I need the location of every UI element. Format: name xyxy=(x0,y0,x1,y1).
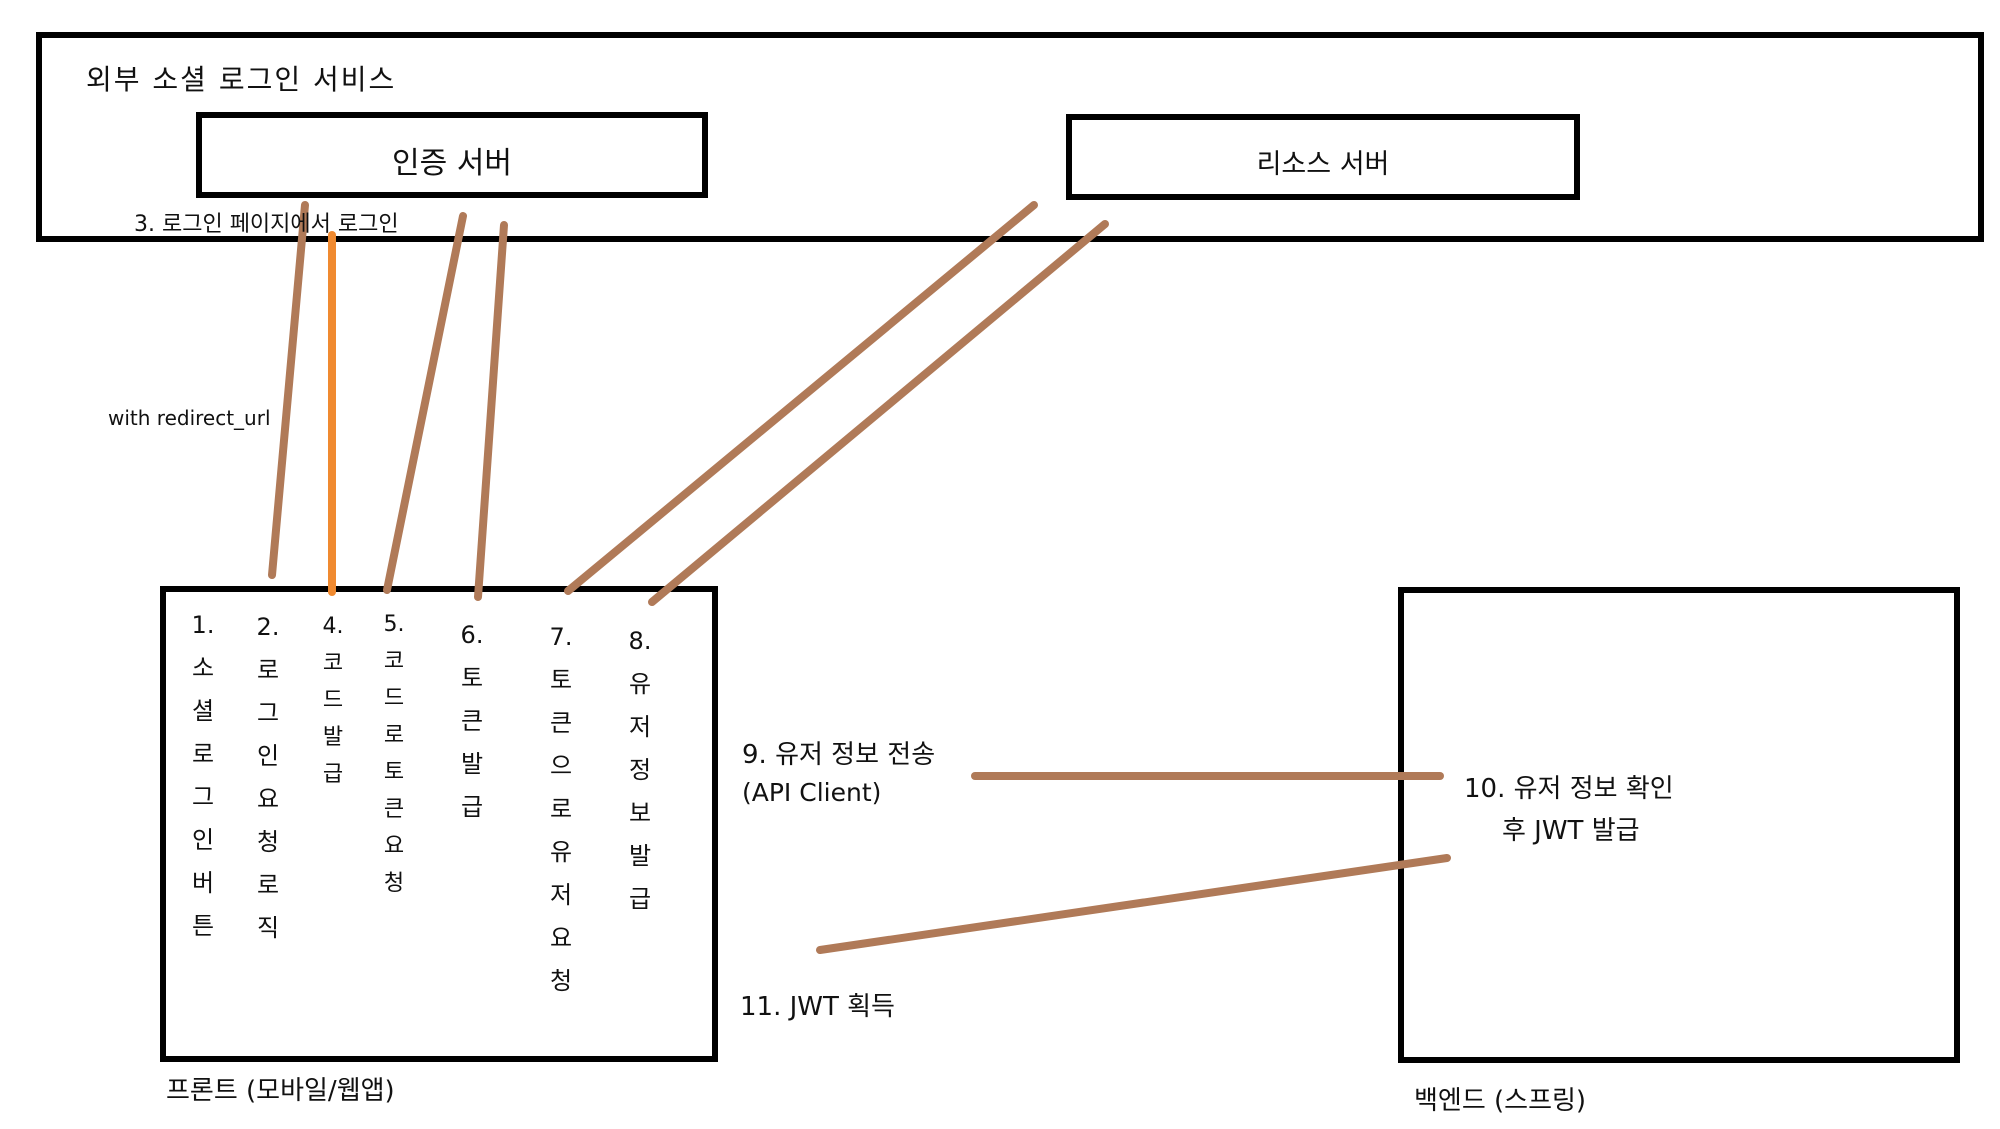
front-box xyxy=(160,586,718,1062)
vertical-char: 드 xyxy=(383,686,405,711)
vertical-char: 큰 xyxy=(549,709,573,737)
resource-server-label: 리소스 서버 xyxy=(1256,149,1390,180)
front-step-5-number: 5. xyxy=(383,612,405,637)
jwt-acquire-label: 11. JWT 획득 xyxy=(740,992,895,1022)
vertical-char: 셜 xyxy=(191,697,215,725)
vertical-char: 발 xyxy=(322,725,344,750)
vertical-char: 인 xyxy=(191,826,215,854)
vertical-char: 으 xyxy=(549,752,573,780)
send-user-info-label: 9. 유저 정보 전송 xyxy=(742,740,936,770)
vertical-char: 로 xyxy=(256,871,280,899)
vertical-char: 유 xyxy=(549,838,573,866)
vertical-char: 소 xyxy=(191,654,215,682)
vertical-char: 저 xyxy=(549,881,573,909)
vertical-char: 직 xyxy=(256,914,280,942)
vertical-char: 로 xyxy=(256,656,280,684)
vertical-char: 토 xyxy=(460,664,484,692)
auth-server-box: 인증 서버 xyxy=(196,112,708,198)
line-step-5 xyxy=(383,212,467,594)
vertical-char: 드 xyxy=(322,688,344,713)
vertical-char: 요 xyxy=(383,834,405,859)
vertical-char: 급 xyxy=(628,885,652,913)
vertical-char: 로 xyxy=(191,740,215,768)
vertical-char: 코 xyxy=(322,651,344,676)
front-step-4-number: 4. xyxy=(322,614,344,639)
vertical-char: 인 xyxy=(256,742,280,770)
vertical-char: 청 xyxy=(256,828,280,856)
vertical-char: 유 xyxy=(628,670,652,698)
backend-caption: 백엔드 (스프링) xyxy=(1414,1086,1587,1116)
vertical-char: 그 xyxy=(256,699,280,727)
vertical-char: 버 xyxy=(191,869,215,897)
front-step-8-number: 8. xyxy=(628,627,652,655)
front-step-2-number: 2. xyxy=(256,613,280,641)
auth-server-label: 인증 서버 xyxy=(392,146,512,181)
vertical-char: 급 xyxy=(322,762,344,787)
line-step-7 xyxy=(564,201,1038,595)
issue-jwt-label: 후 JWT 발급 xyxy=(1502,816,1640,846)
vertical-char: 정 xyxy=(628,756,652,784)
vertical-char: 토 xyxy=(549,666,573,694)
vertical-char: 발 xyxy=(460,750,484,778)
vertical-char: 급 xyxy=(460,793,484,821)
verify-user-label: 10. 유저 정보 확인 xyxy=(1464,774,1674,804)
vertical-char: 청 xyxy=(549,967,573,995)
resource-server-box: 리소스 서버 xyxy=(1066,114,1580,200)
line-step-8 xyxy=(648,220,1109,606)
line-step-6 xyxy=(474,221,508,601)
external-service-title: 외부 소셜 로그인 서비스 xyxy=(86,63,397,96)
vertical-char: 튼 xyxy=(191,912,215,940)
vertical-char: 코 xyxy=(383,649,405,674)
vertical-char: 큰 xyxy=(383,797,405,822)
line-step-1-2 xyxy=(268,201,309,579)
front-caption: 프론트 (모바일/웹앱) xyxy=(166,1076,395,1106)
vertical-char: 보 xyxy=(628,799,652,827)
front-step-7-number: 7. xyxy=(549,623,573,651)
front-step-6-number: 6. xyxy=(460,621,484,649)
vertical-char: 그 xyxy=(191,783,215,811)
backend-box xyxy=(1398,587,1960,1063)
vertical-char: 로 xyxy=(383,723,405,748)
vertical-char: 큰 xyxy=(460,707,484,735)
front-step-1-number: 1. xyxy=(191,611,215,639)
api-client-label: (API Client) xyxy=(742,778,882,807)
vertical-char: 발 xyxy=(628,842,652,870)
vertical-char: 요 xyxy=(549,924,573,952)
line-step-11 xyxy=(816,854,1451,954)
vertical-char: 토 xyxy=(383,760,405,785)
login-on-page-label: 3. 로그인 페이지에서 로그인 xyxy=(134,212,399,237)
vertical-char: 저 xyxy=(628,713,652,741)
vertical-char: 청 xyxy=(383,871,405,896)
vertical-char: 요 xyxy=(256,785,280,813)
redirect-url-label: with redirect_url xyxy=(108,406,271,430)
vertical-char: 로 xyxy=(549,795,573,823)
external-service-box xyxy=(36,32,1984,242)
